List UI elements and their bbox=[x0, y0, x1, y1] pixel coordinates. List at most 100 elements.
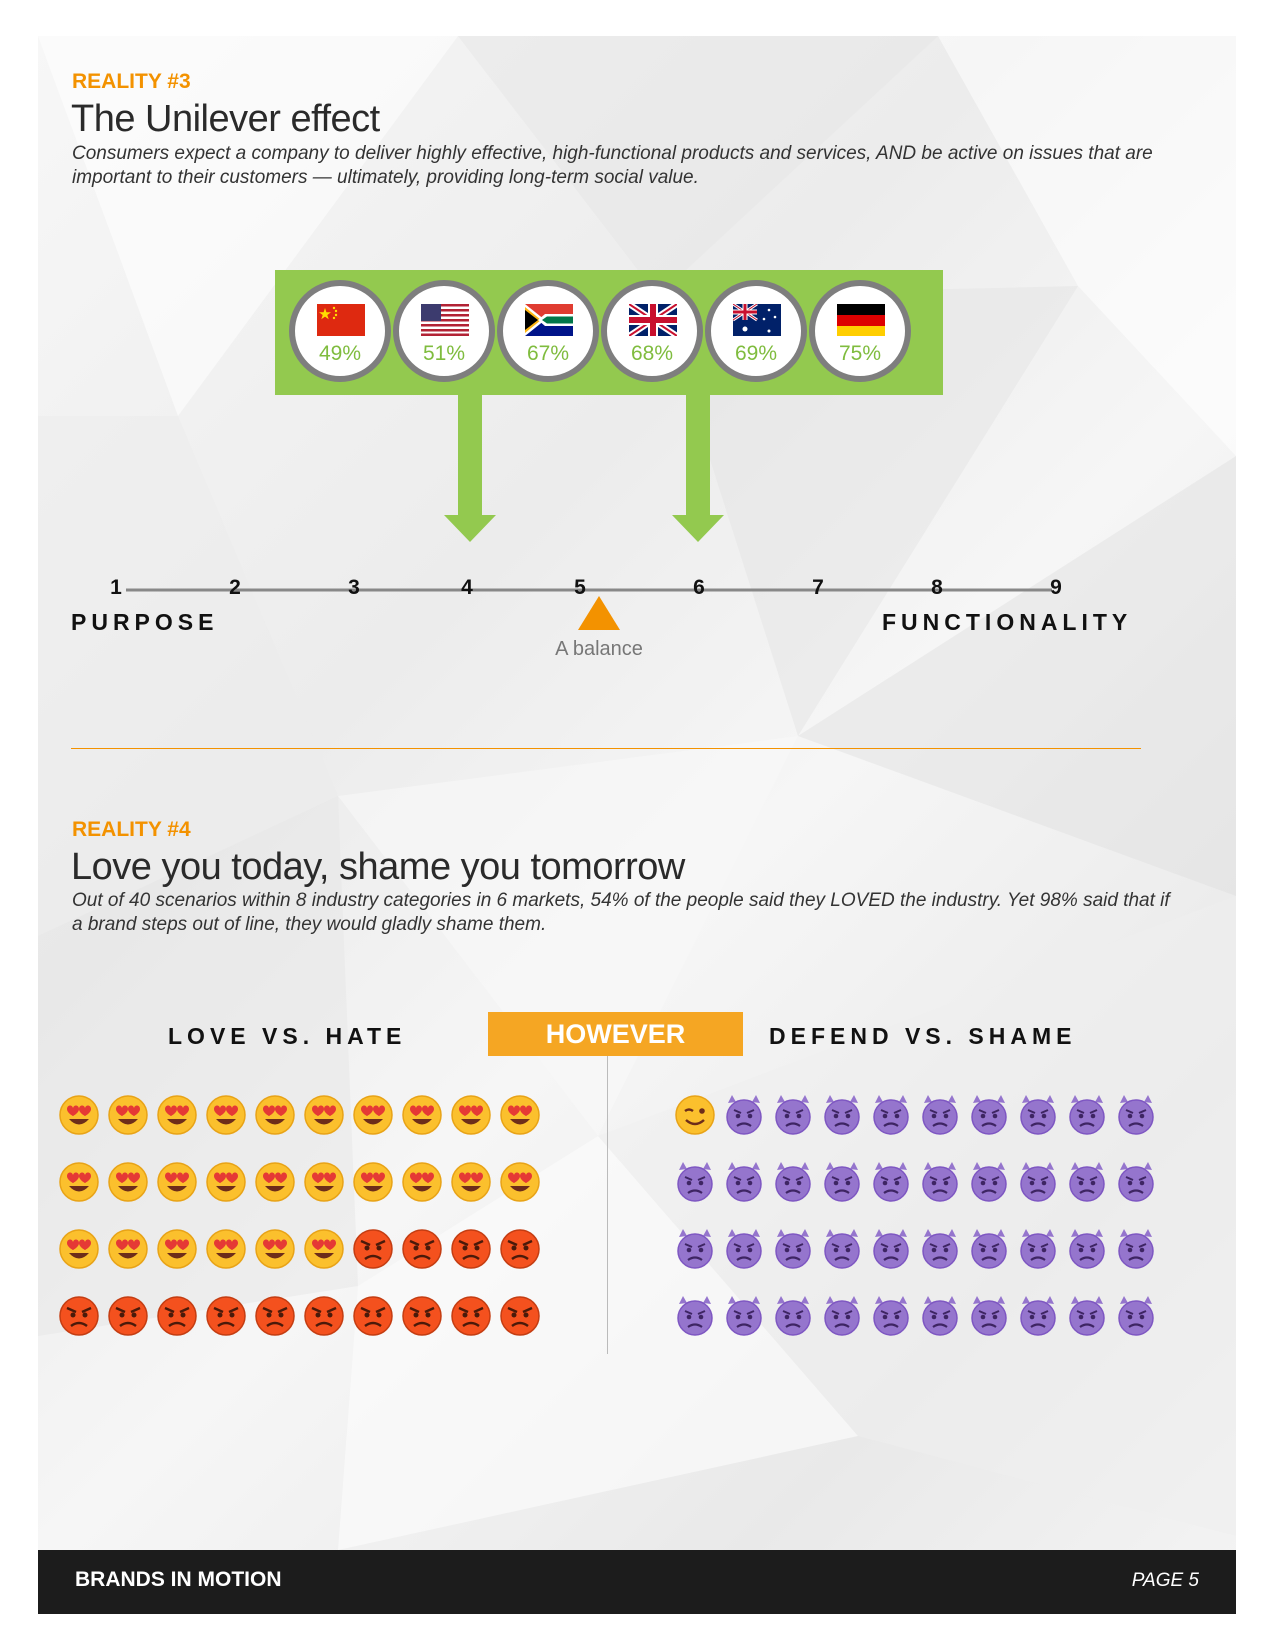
devil-face-emoji-icon bbox=[1118, 1229, 1154, 1269]
devil-face-emoji-icon bbox=[1020, 1229, 1056, 1269]
heart-eyes-emoji-icon bbox=[500, 1162, 540, 1202]
devil-face-emoji-icon bbox=[1020, 1095, 1056, 1135]
heart-eyes-emoji-icon bbox=[157, 1162, 197, 1202]
scale-number: 2 bbox=[229, 576, 241, 599]
devil-face-emoji-icon bbox=[1118, 1095, 1154, 1135]
reality4-subtitle: Out of 40 scenarios within 8 industry ca… bbox=[72, 890, 1170, 935]
devil-face-emoji-icon bbox=[775, 1229, 811, 1269]
heart-eyes-emoji-icon bbox=[353, 1095, 393, 1135]
scale-number: 9 bbox=[1050, 576, 1062, 599]
country-germany: 75% bbox=[809, 280, 911, 382]
heart-eyes-emoji-icon bbox=[402, 1095, 442, 1135]
defend-vs-shame-heading: DEFEND VS. SHAME bbox=[769, 1023, 1077, 1049]
angry-face-emoji-icon bbox=[108, 1296, 148, 1336]
heart-eyes-emoji-icon bbox=[304, 1095, 344, 1135]
pct-label: 67% bbox=[526, 342, 570, 365]
scale-number: 6 bbox=[693, 576, 705, 599]
reality4-kicker: REALITY #4 bbox=[72, 818, 191, 841]
scale-number: 4 bbox=[461, 576, 473, 599]
devil-face-emoji-icon bbox=[1069, 1229, 1105, 1269]
devil-face-emoji-icon bbox=[1118, 1296, 1154, 1336]
scale-number: 8 bbox=[931, 576, 943, 599]
devil-face-emoji-icon bbox=[971, 1162, 1007, 1202]
heart-eyes-emoji-icon bbox=[108, 1095, 148, 1135]
country-usa: 51% bbox=[393, 280, 495, 382]
heart-eyes-emoji-icon bbox=[353, 1162, 393, 1202]
angry-face-emoji-icon bbox=[206, 1296, 246, 1336]
devil-face-emoji-icon bbox=[922, 1162, 958, 1202]
scale-number: 5 bbox=[574, 576, 586, 599]
angry-face-emoji-icon bbox=[500, 1296, 540, 1336]
reality3-title: The Unilever effect bbox=[71, 98, 380, 140]
arrow-down-icon bbox=[444, 395, 496, 542]
purpose-label: PURPOSE bbox=[71, 609, 219, 635]
angry-face-emoji-icon bbox=[402, 1296, 442, 1336]
country-south-africa: 67% bbox=[497, 280, 599, 382]
devil-face-emoji-icon bbox=[1069, 1095, 1105, 1135]
devil-face-emoji-icon bbox=[1020, 1162, 1056, 1202]
devil-face-emoji-icon bbox=[726, 1296, 762, 1336]
pct-label: 49% bbox=[318, 342, 362, 365]
heart-eyes-emoji-icon bbox=[59, 1162, 99, 1202]
scale-number: 1 bbox=[110, 576, 122, 599]
angry-face-emoji-icon bbox=[157, 1296, 197, 1336]
devil-face-emoji-icon bbox=[971, 1095, 1007, 1135]
heart-eyes-emoji-icon bbox=[451, 1162, 491, 1202]
angry-face-emoji-icon bbox=[451, 1229, 491, 1269]
devil-face-emoji-icon bbox=[824, 1229, 860, 1269]
footer: BRANDS IN MOTION PAGE 5 bbox=[38, 1550, 1236, 1614]
however-badge: HOWEVER bbox=[488, 1012, 743, 1056]
devil-face-emoji-icon bbox=[922, 1296, 958, 1336]
heart-eyes-emoji-icon bbox=[402, 1162, 442, 1202]
pct-label: 75% bbox=[838, 342, 882, 365]
page: REALITY #3 The Unilever effect Consumers… bbox=[38, 36, 1236, 1614]
scale-number: 7 bbox=[812, 576, 824, 599]
heart-eyes-emoji-icon bbox=[304, 1229, 344, 1269]
country-australia: 69% bbox=[705, 280, 807, 382]
devil-face-emoji-icon bbox=[677, 1162, 713, 1202]
heart-eyes-emoji-icon bbox=[108, 1229, 148, 1269]
devil-face-emoji-icon bbox=[677, 1296, 713, 1336]
devil-face-emoji-icon bbox=[922, 1095, 958, 1135]
angry-face-emoji-icon bbox=[353, 1296, 393, 1336]
devil-face-emoji-icon bbox=[971, 1229, 1007, 1269]
devil-face-emoji-icon bbox=[873, 1095, 909, 1135]
section-divider bbox=[71, 748, 1141, 749]
devil-face-emoji-icon bbox=[726, 1162, 762, 1202]
heart-eyes-emoji-icon bbox=[500, 1095, 540, 1135]
pct-label: 69% bbox=[734, 342, 778, 365]
usa-flag-icon bbox=[421, 304, 469, 336]
love-vs-hate-heading: LOVE VS. HATE bbox=[168, 1023, 407, 1049]
heart-eyes-emoji-icon bbox=[451, 1095, 491, 1135]
devil-face-emoji-icon bbox=[775, 1296, 811, 1336]
winking-face-emoji-icon bbox=[675, 1095, 715, 1135]
pct-label: 51% bbox=[422, 342, 466, 365]
devil-face-emoji-icon bbox=[873, 1296, 909, 1336]
heart-eyes-emoji-icon bbox=[255, 1229, 295, 1269]
heart-eyes-emoji-icon bbox=[59, 1229, 99, 1269]
heart-eyes-emoji-icon bbox=[206, 1162, 246, 1202]
devil-face-emoji-icon bbox=[726, 1095, 762, 1135]
devil-face-emoji-icon bbox=[971, 1296, 1007, 1336]
reality3-subtitle: Consumers expect a company to deliver hi… bbox=[72, 143, 1153, 188]
pct-label: 68% bbox=[630, 342, 674, 365]
footer-brand: BRANDS IN MOTION bbox=[75, 1568, 282, 1591]
heart-eyes-emoji-icon bbox=[206, 1229, 246, 1269]
balance-label: A balance bbox=[555, 638, 643, 660]
devil-face-emoji-icon bbox=[677, 1229, 713, 1269]
devil-face-emoji-icon bbox=[1069, 1162, 1105, 1202]
country-china: 49% bbox=[289, 280, 391, 382]
heart-eyes-emoji-icon bbox=[157, 1229, 197, 1269]
heart-eyes-emoji-icon bbox=[255, 1162, 295, 1202]
scale-number: 3 bbox=[348, 576, 360, 599]
devil-face-emoji-icon bbox=[873, 1229, 909, 1269]
devil-face-emoji-icon bbox=[873, 1162, 909, 1202]
heart-eyes-emoji-icon bbox=[59, 1095, 99, 1135]
functionality-label: FUNCTIONALITY bbox=[882, 609, 1133, 635]
heart-eyes-emoji-icon bbox=[304, 1162, 344, 1202]
reality4-title: Love you today, shame you tomorrow bbox=[71, 846, 685, 888]
devil-face-emoji-icon bbox=[1118, 1162, 1154, 1202]
devil-face-emoji-icon bbox=[775, 1162, 811, 1202]
angry-face-emoji-icon bbox=[451, 1296, 491, 1336]
heart-eyes-emoji-icon bbox=[206, 1095, 246, 1135]
